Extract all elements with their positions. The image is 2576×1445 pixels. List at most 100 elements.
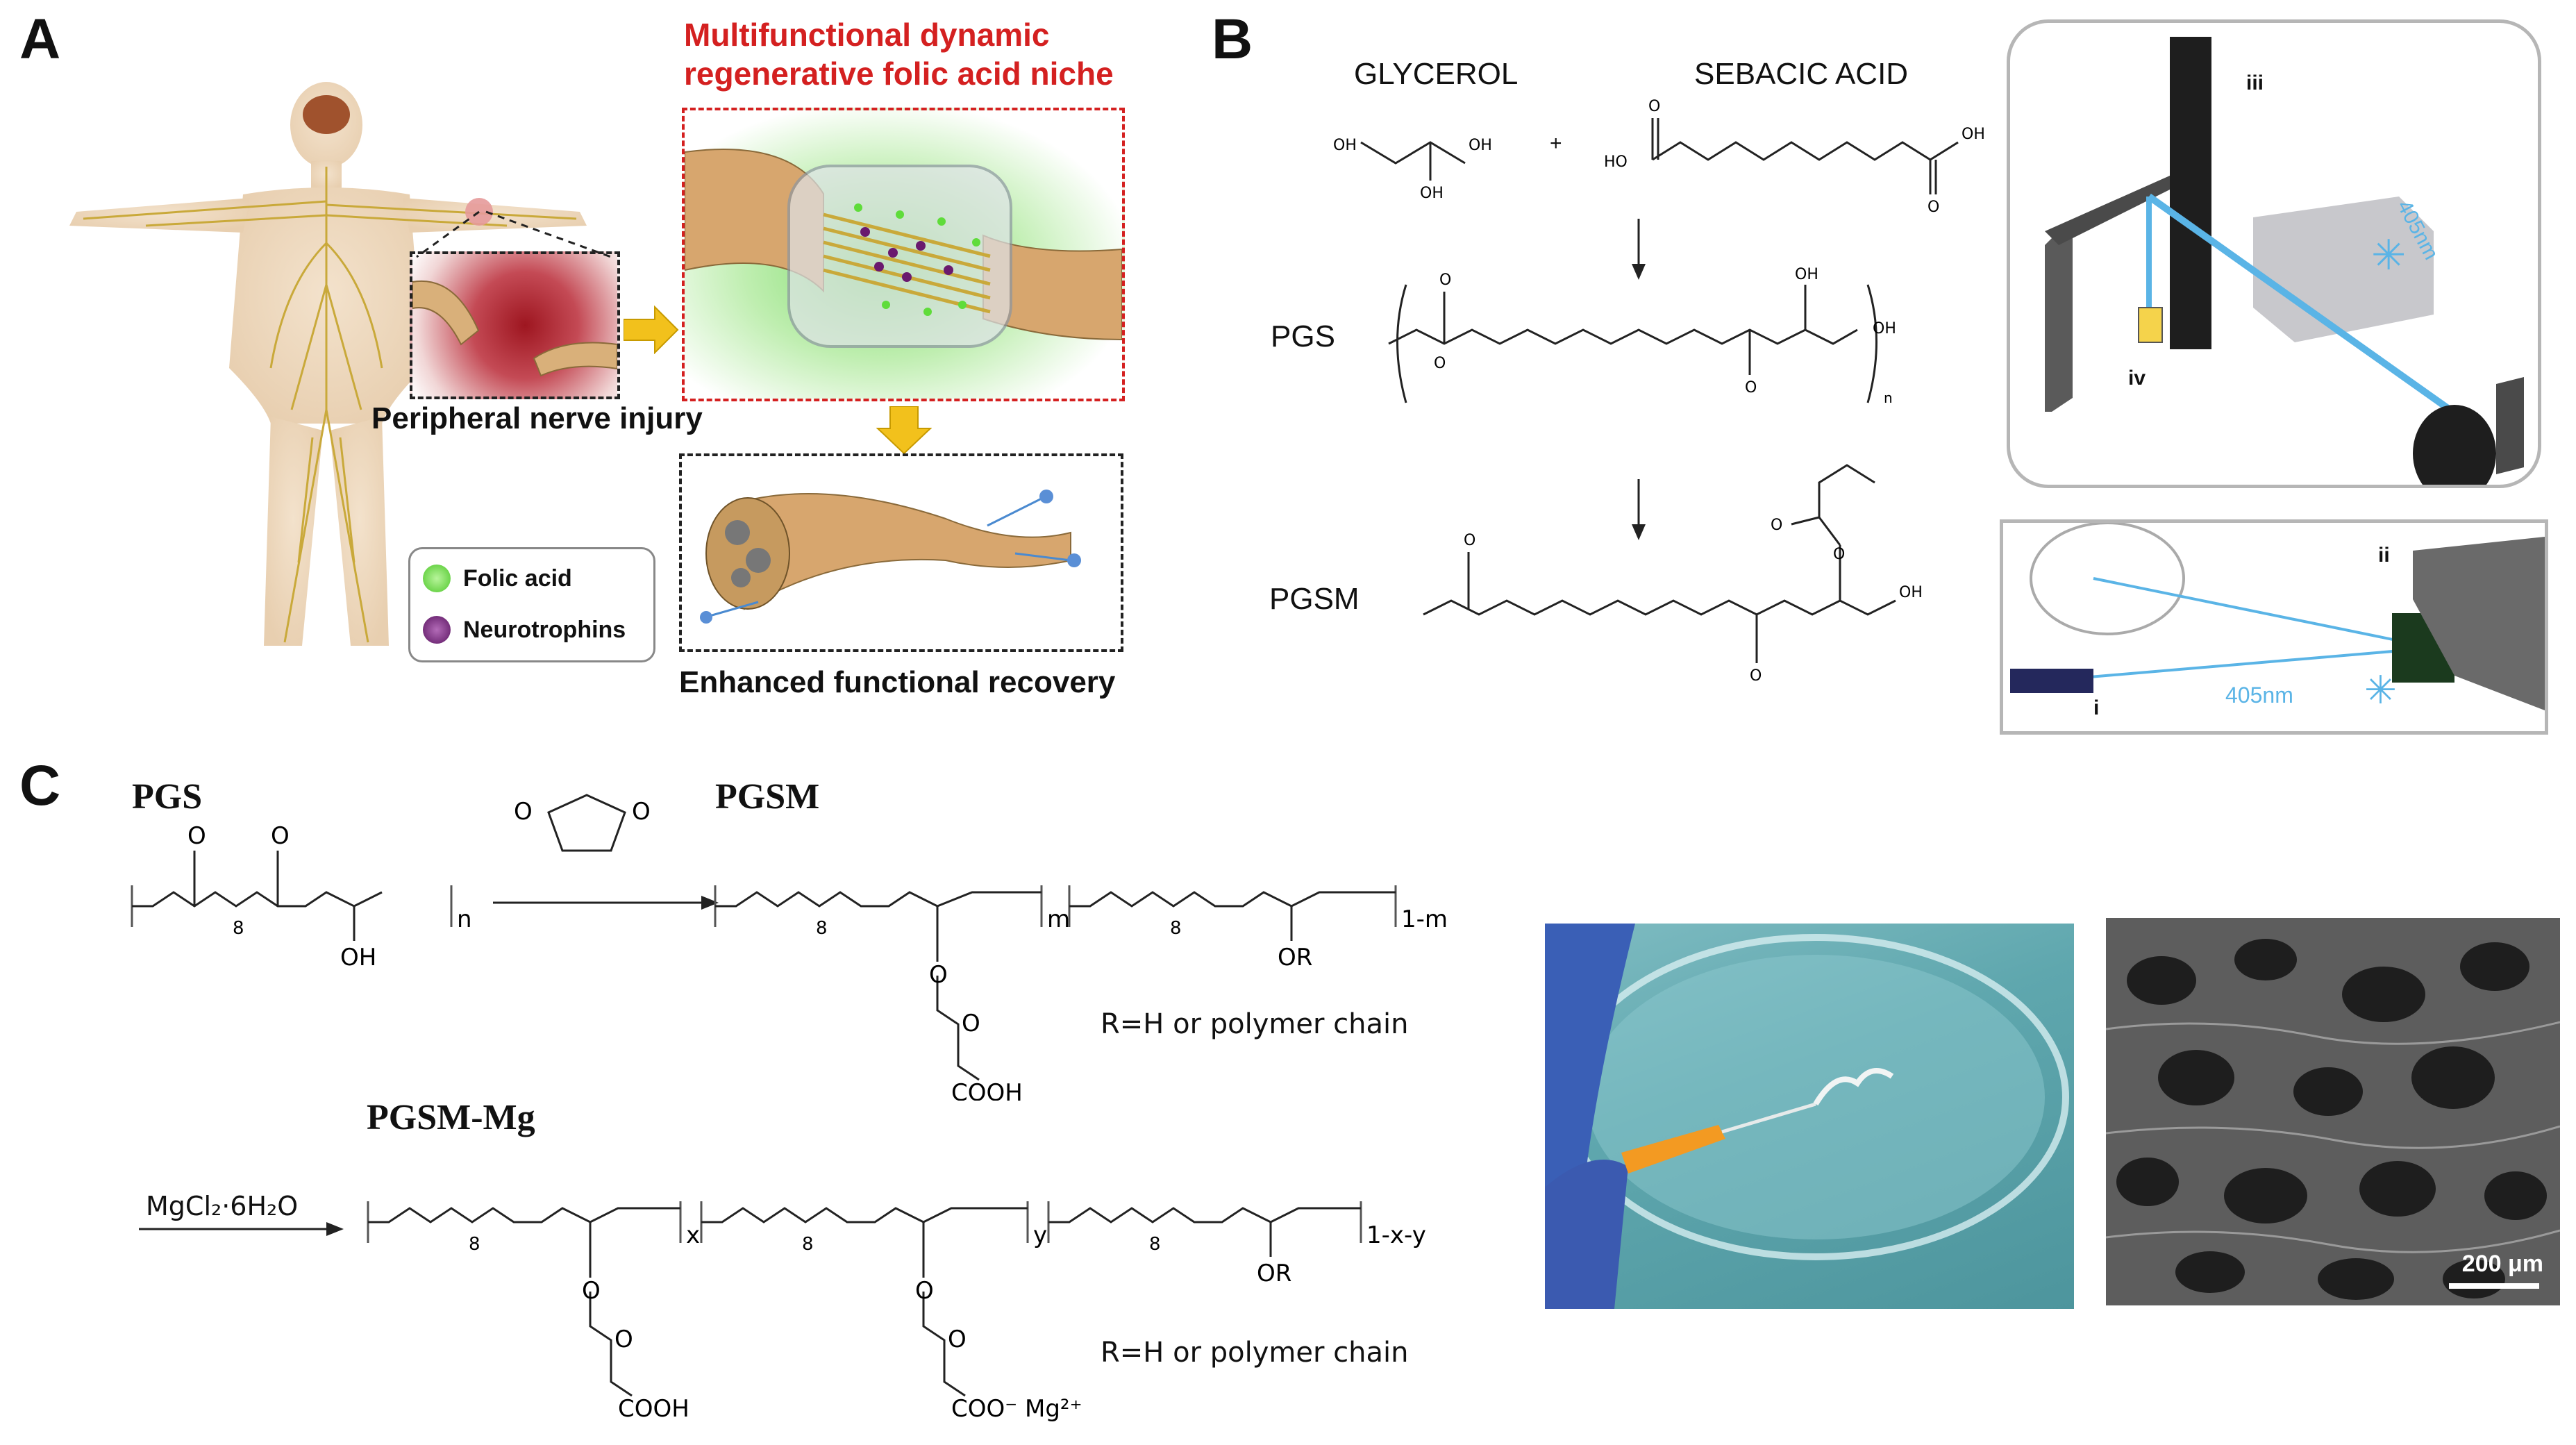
injection-photo-illustration	[1545, 924, 2069, 1309]
anhydride-o-1: O	[514, 798, 533, 826]
r-note-2: R=H or polymer chain	[1101, 1337, 1409, 1369]
reaction-arrow-2	[139, 1222, 344, 1236]
pgsmmg-coo-mg: COO⁻ Mg²⁺	[951, 1395, 1082, 1423]
reaction-arrow-1	[493, 896, 719, 910]
pgsm-c-o-ester: O	[929, 961, 948, 989]
pgsmmg-x: x	[686, 1221, 700, 1249]
pgs-label: PGS	[1271, 319, 1335, 353]
sem-texture	[2106, 918, 2560, 1305]
sebacic-ho: HO	[1604, 153, 1628, 171]
injury-label: Peripheral nerve injury	[371, 401, 703, 435]
pgs-o-2: O	[1434, 355, 1446, 372]
pgs-oh-1: OH	[1795, 266, 1818, 283]
pgsm-o-4: O	[1833, 546, 1845, 563]
niche-title-line-1: Multifunctional dynamic	[684, 17, 1050, 53]
setup-label-iii: iii	[2246, 72, 2264, 94]
pgsm-mg-repeat-unit: O O O O COOH COO⁻ Mg²⁺ 8 8 8 x y 1-x-y O…	[367, 1201, 1426, 1423]
pgsmmg-cooh: COOH	[618, 1395, 689, 1423]
laser-star-icon-2: ✳	[2364, 668, 2397, 712]
pgsmmg-or: OR	[1257, 1260, 1291, 1287]
printer-setup-view: iii iv 405nm ✳	[2007, 19, 2541, 488]
inset-connector-lines	[416, 210, 612, 258]
folic-acid-dot-icon	[423, 565, 451, 592]
pgsmmg-8-1: 8	[469, 1234, 480, 1255]
pgsmmg-o-carbonyl-1: O	[614, 1326, 633, 1353]
pgsm-c-8-1: 8	[816, 918, 828, 939]
recovery-label: Enhanced functional recovery	[679, 665, 1116, 699]
panel-letter-b: B	[1212, 8, 1253, 71]
pgsmmg-8-2: 8	[802, 1234, 814, 1255]
laser-label-bottom: 405nm	[2225, 683, 2293, 708]
pgs-o-1: O	[1439, 272, 1451, 289]
pgs-c-n: n	[457, 905, 472, 933]
pgs-n: n	[1884, 390, 1893, 406]
nerve-stumps-illustration	[412, 280, 617, 377]
pgs-o-3: O	[1745, 379, 1757, 396]
niche-title-line-2: regenerative folic acid niche	[684, 56, 1114, 92]
pgsmmg-8-3: 8	[1149, 1234, 1161, 1255]
pgsm-c-cooh: COOH	[951, 1079, 1023, 1101]
printer-setup-illustration	[2045, 37, 2524, 485]
pgs-c-8: 8	[233, 918, 244, 939]
arrow-down-icon-2	[1632, 479, 1646, 540]
sebacic-o-2: O	[1927, 199, 1939, 215]
sebacic-o-1: O	[1648, 98, 1660, 115]
mgcl2-reagent: MgCl₂·6H₂O	[146, 1191, 299, 1221]
panel-letter-c: C	[19, 754, 61, 817]
setup-label-i: i	[2093, 696, 2100, 719]
pgsmmg-o-carbonyl-2: O	[948, 1326, 967, 1353]
pgsmmg-o-ester-2: O	[915, 1277, 934, 1305]
legend-item-neurotrophins: Neurotrophins	[423, 616, 626, 644]
scale-bar-label: 200 μm	[2461, 1251, 2543, 1277]
pgsm-repeat-unit: O O COOH 8 8 m 1-m OR	[714, 885, 1448, 1101]
legend-label-neurotrophins: Neurotrophins	[463, 616, 626, 643]
sebacic-acid-structure: O HO OH O	[1604, 98, 1985, 215]
pgs-structure: O O O OH OH n	[1388, 266, 1896, 406]
glycerol-oh-3: OH	[1420, 185, 1444, 202]
pgs-oh-2: OH	[1873, 320, 1896, 337]
sebacic-acid-label: SEBACIC ACID	[1694, 57, 1909, 91]
pgs-title: PGS	[132, 777, 203, 817]
pgsm-oh: OH	[1899, 584, 1923, 601]
pgsmmg-o-ester-1: O	[582, 1277, 601, 1305]
arrow-right-icon	[624, 306, 679, 354]
setup-label-ii: ii	[2378, 544, 2390, 567]
setup-label-iv: iv	[2128, 367, 2146, 390]
scale-bar	[2449, 1283, 2539, 1289]
legend-item-folic-acid: Folic acid	[423, 565, 572, 592]
glycerol-oh-2: OH	[1469, 137, 1492, 154]
pgsm-c-1m: 1-m	[1401, 905, 1448, 933]
pgsm-o-3: O	[1771, 517, 1782, 534]
glycerol-structure: OH OH OH	[1333, 137, 1492, 202]
pgs-c-oh: OH	[340, 944, 376, 971]
optical-bench-view: ii i 405nm ✳	[2000, 519, 2548, 735]
sem-micrograph: 200 μm	[2106, 918, 2560, 1305]
anhydride-o-2: O	[632, 798, 651, 826]
optical-bench-illustration	[2010, 523, 2545, 710]
arrow-down-icon-1	[1632, 219, 1646, 280]
human-nervous-system-illustration	[69, 82, 587, 646]
legend: Folic acid Neurotrophins	[408, 547, 655, 662]
pgsm-structure: O O O O OH	[1423, 464, 1923, 684]
pgsmmg-y: y	[1033, 1221, 1047, 1249]
injection-photo	[1545, 924, 2074, 1309]
pgsm-c-or: OR	[1278, 944, 1312, 971]
pgsm-c-8-2: 8	[1170, 918, 1182, 939]
pgsmmg-1xy: 1-x-y	[1366, 1221, 1426, 1249]
laser-star-icon: ✳	[2371, 232, 2407, 278]
recovery-box	[679, 453, 1123, 652]
niche-title: Multifunctional dynamic regenerative fol…	[684, 15, 1114, 93]
plus-sign: +	[1550, 132, 1562, 155]
pgs-c-o-1: O	[187, 823, 206, 850]
arrow-down-icon	[876, 406, 932, 455]
pgsm-mg-title: PGSM-Mg	[367, 1098, 535, 1137]
pgsm-o-2: O	[1750, 667, 1762, 684]
pgsm-c-m: m	[1047, 905, 1070, 933]
injury-inset	[410, 251, 620, 399]
neurotrophins-dot-icon	[423, 616, 451, 644]
nerve-conduit-illustration	[685, 149, 1122, 348]
pgsm-label: PGSM	[1269, 582, 1360, 616]
folic-acid-niche-box	[682, 108, 1125, 401]
maleic-anhydride-structure: O O	[514, 794, 651, 852]
pgsm-o-1: O	[1464, 532, 1475, 549]
